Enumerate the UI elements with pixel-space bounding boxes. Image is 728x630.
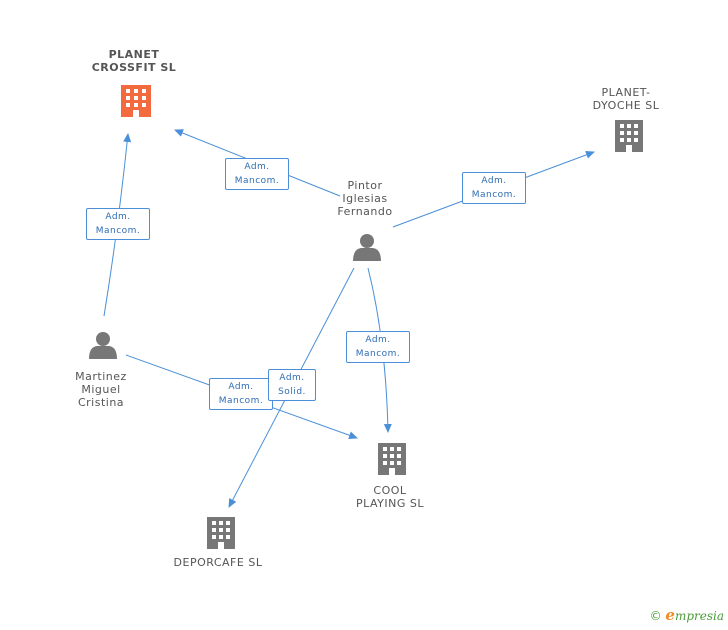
brand-logo-text: mpresia: [674, 609, 724, 623]
person-icon[interactable]: [89, 332, 117, 359]
building-icon[interactable]: [378, 443, 406, 475]
edge-label-pintor-dyoche: Adm. Mancom.: [462, 172, 526, 204]
node-label-deporcafe[interactable]: DEPORCAFE SL: [173, 556, 263, 569]
edge-label-martinez-crossfit: Adm. Mancom.: [86, 208, 150, 240]
brand-footer: © empresia: [650, 606, 724, 624]
building-icon[interactable]: [615, 120, 643, 152]
edge-label-pintor-deporcafe: Adm. Solid.: [268, 369, 316, 401]
building-icon[interactable]: [207, 517, 235, 549]
person-icon[interactable]: [353, 234, 381, 261]
node-label-pintor[interactable]: Pintor Iglesias Fernando: [337, 179, 393, 218]
node-label-planet-dyoche[interactable]: PLANET- DYOCHE SL: [592, 86, 660, 112]
node-label-planet-crossfit[interactable]: PLANET CROSSFIT SL: [91, 48, 177, 74]
node-label-martinez[interactable]: Martinez Miguel Cristina: [75, 370, 127, 409]
edge-label-pintor-crossfit: Adm. Mancom.: [225, 158, 289, 190]
copyright-symbol: ©: [649, 609, 662, 623]
edge-label-pintor-cool: Adm. Mancom.: [346, 331, 410, 363]
brand-logo-initial: e: [665, 606, 675, 624]
node-label-cool-playing[interactable]: COOL PLAYING SL: [355, 484, 424, 510]
edge-label-martinez-cool: Adm. Mancom.: [209, 378, 273, 410]
building-icon[interactable]: [121, 85, 151, 117]
